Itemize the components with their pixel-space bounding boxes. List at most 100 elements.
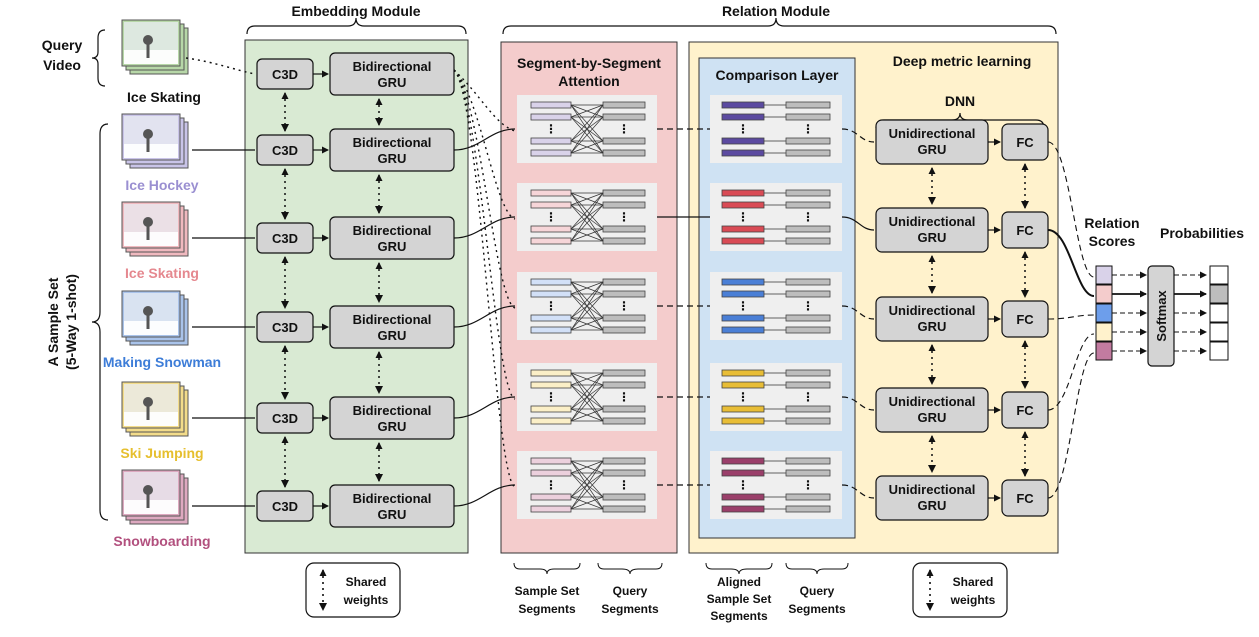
query-to-attention-connector xyxy=(453,69,516,400)
sample-video-thumbnail xyxy=(121,113,189,169)
query-segment-bar xyxy=(785,326,831,334)
comparison-to-dnn-connector xyxy=(841,396,875,411)
embedding-to-attention-connector xyxy=(453,128,516,151)
query-segment-bar xyxy=(785,137,831,145)
ellipsis: ⋮ xyxy=(737,390,749,404)
fc-label: FC xyxy=(1016,312,1034,327)
query-segment-bar xyxy=(785,149,831,157)
attention-link xyxy=(570,281,604,331)
unidirectional-gru-label: Unidirectional xyxy=(889,126,976,141)
ellipsis: ⋮ xyxy=(618,390,630,404)
sample-set-label-line2: (5-Way 1-shot) xyxy=(63,274,79,370)
ellipsis: ⋮ xyxy=(802,210,814,224)
aligned-segment-bar xyxy=(721,469,765,477)
aligned-segments-caption-line3: Segments xyxy=(710,609,768,623)
relation-scores-label: Relation xyxy=(1084,215,1139,231)
comparison-to-dnn-connector xyxy=(841,216,875,231)
ellipsis: ⋮ xyxy=(618,478,630,492)
aligned-segment-bar xyxy=(721,137,765,145)
unidirectional-gru-label: Unidirectional xyxy=(889,214,976,229)
aligned-segment-bar xyxy=(721,381,765,389)
query-segment-bar xyxy=(785,225,831,233)
ellipsis: ⋮ xyxy=(802,478,814,492)
fc-label: FC xyxy=(1016,491,1034,506)
ellipsis: ⋮ xyxy=(545,478,557,492)
query-segment-bar xyxy=(602,326,646,334)
query-segment-bar xyxy=(602,369,646,377)
shared-weights-right-line2: weights xyxy=(950,593,996,607)
query-segment-bar xyxy=(602,314,646,322)
aligned-segment-bar xyxy=(721,457,765,465)
query-segment-bar xyxy=(785,457,831,465)
query-segments-caption-line2: Segments xyxy=(601,602,659,616)
ellipsis: ⋮ xyxy=(737,478,749,492)
aligned-segment-bar xyxy=(721,225,765,233)
aligned-segment-bar xyxy=(721,189,765,197)
shared-weights-right-line1: Shared xyxy=(953,575,994,589)
query-segment-bar xyxy=(602,381,646,389)
sample-class-name: Snowboarding xyxy=(113,533,210,549)
embedding-to-attention-connector xyxy=(453,305,516,328)
bidirectional-gru-label-line2: GRU xyxy=(378,75,407,90)
probabilities-label: Probabilities xyxy=(1160,225,1244,241)
ellipsis: ⋮ xyxy=(545,210,557,224)
fc-to-score-connector xyxy=(1047,314,1095,320)
query-segment-bar xyxy=(785,278,831,286)
probability-cell xyxy=(1209,284,1229,304)
query-segment-bar xyxy=(785,101,831,109)
query-segment-bar xyxy=(785,290,831,298)
attention-link xyxy=(570,293,604,331)
query-segment-bar xyxy=(602,137,646,145)
relation-module-brace xyxy=(502,17,1057,35)
attention-title: Segment-by-Segment xyxy=(517,55,661,71)
comparison-to-dnn-connector xyxy=(841,484,875,499)
comparison-to-dnn-connector xyxy=(841,128,875,143)
sample-segment-bar xyxy=(530,189,572,197)
c3d-label: C3D xyxy=(272,411,298,426)
bidirectional-gru-label-line2: GRU xyxy=(378,151,407,166)
ellipsis: ⋮ xyxy=(802,299,814,313)
ellipsis: ⋮ xyxy=(545,390,557,404)
query-segment-bar xyxy=(785,113,831,121)
bidirectional-gru-label: Bidirectional xyxy=(353,223,432,238)
attention-link xyxy=(570,192,604,230)
fc-to-score-connector xyxy=(1047,141,1095,278)
attention-link xyxy=(570,460,604,474)
probability-cell xyxy=(1209,322,1229,342)
relation-score-cell xyxy=(1095,284,1113,304)
query-label: Query xyxy=(42,37,83,53)
caption-braces xyxy=(513,562,849,575)
sample-segment-bar xyxy=(530,314,572,322)
relation-score-cell xyxy=(1095,303,1113,323)
embedding-to-attention-connector xyxy=(453,484,516,507)
sample-segment-bar xyxy=(530,201,572,209)
bidirectional-gru-label: Bidirectional xyxy=(353,491,432,506)
bidirectional-gru-label-line2: GRU xyxy=(378,507,407,522)
bidirectional-gru-label: Bidirectional xyxy=(353,59,432,74)
query-segment-bar xyxy=(602,278,646,286)
sample-segment-bar xyxy=(530,326,572,334)
query-segment-bar xyxy=(785,369,831,377)
aligned-segment-bar xyxy=(721,237,765,245)
attention-link xyxy=(570,204,604,242)
query-segment-bar xyxy=(602,237,646,245)
attention-link xyxy=(570,192,604,206)
bidirectional-gru-label: Bidirectional xyxy=(353,135,432,150)
sample-class-name: Making Snowman xyxy=(103,354,221,370)
query-segment-bar xyxy=(602,101,646,109)
embedding-module-title: Embedding Module xyxy=(291,3,420,19)
query-segment-bar xyxy=(785,405,831,413)
sample-video-thumbnail xyxy=(121,201,189,257)
query-class-name: Ice Skating xyxy=(127,89,201,105)
query-segments-caption: Query xyxy=(613,584,648,598)
query-segment-bar xyxy=(602,225,646,233)
embedding-to-attention-connector xyxy=(453,216,516,239)
aligned-segment-bar xyxy=(721,326,765,334)
attention-link xyxy=(570,408,604,422)
sample-video-thumbnail xyxy=(121,381,189,437)
aligned-segment-bar xyxy=(721,101,765,109)
attention-link xyxy=(570,496,604,510)
query-segment-bar xyxy=(602,457,646,465)
sample-class-name: Ski Jumping xyxy=(120,445,203,461)
shared-weights-legend-right xyxy=(912,562,1008,618)
